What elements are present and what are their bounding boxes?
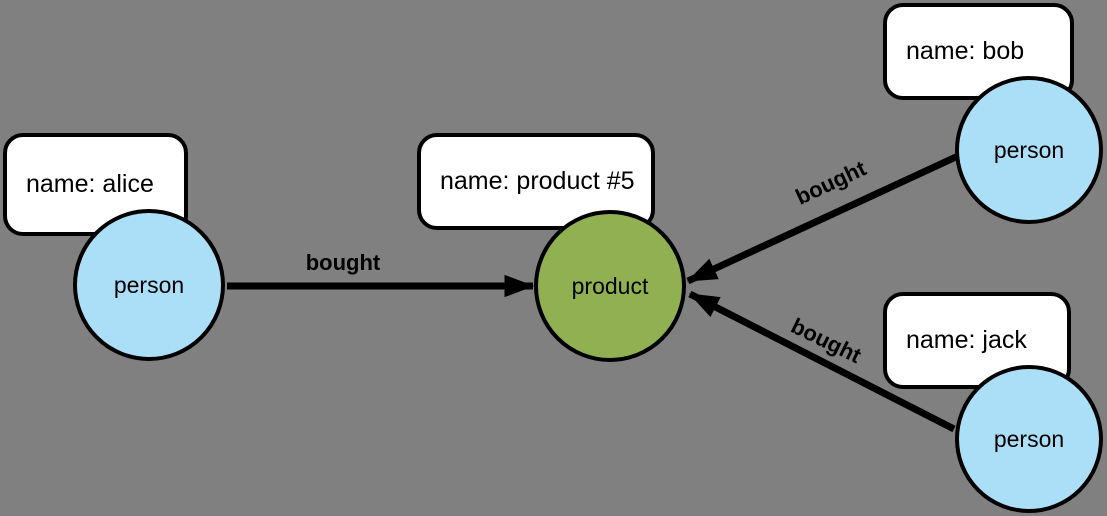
property-text-bob: name: bob [906, 37, 1025, 65]
property-text-jack: name: jack [906, 326, 1027, 354]
node-product: product [534, 210, 686, 362]
node-person-bob: person [955, 76, 1103, 224]
node-label-bob: person [993, 136, 1065, 163]
property-text-product: name: product #5 [440, 167, 635, 195]
node-person-alice: person [73, 209, 225, 361]
node-label-jack: person [993, 425, 1065, 452]
edge-jack-bought-product [688, 290, 956, 433]
node-label-product: product [571, 272, 649, 299]
property-box-alice: name: alice [3, 133, 188, 236]
node-person-jack: person [955, 365, 1103, 513]
edge-label-alice-bought: bought [305, 250, 381, 275]
property-text-alice: name: alice [26, 170, 154, 198]
edge-bob-bought-product [686, 152, 960, 285]
node-label-alice: person [113, 271, 185, 298]
